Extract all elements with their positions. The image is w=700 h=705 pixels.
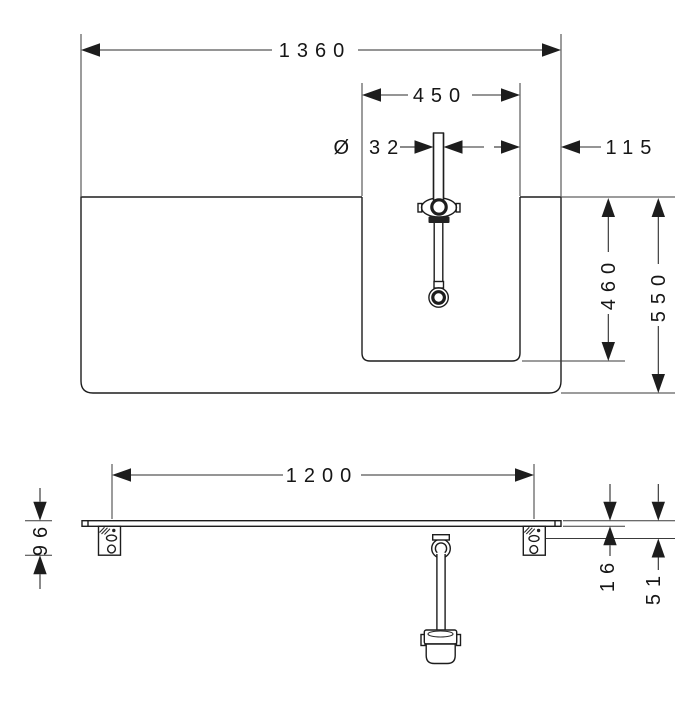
bracket-screw-dot: [536, 528, 541, 533]
arrowhead-top: [651, 198, 665, 217]
drain-ring-outer: [428, 287, 449, 308]
arrowhead-right: [515, 468, 534, 482]
dim-bracket-height: 96: [30, 488, 52, 589]
trap-pipe-fill: [436, 552, 446, 631]
arrowhead-bottom: [651, 374, 665, 393]
trap-cup: [425, 643, 456, 665]
arrowhead-top: [651, 501, 665, 521]
arrowhead-top: [603, 501, 617, 521]
bracket-body: [522, 525, 546, 556]
front-view: 1200 96 16 51: [25, 464, 675, 665]
drain-trap: [420, 534, 462, 665]
dim-overall-width: 1360: [81, 40, 561, 62]
mounting-bracket-left: [97, 525, 122, 556]
knob-nut: [428, 216, 450, 223]
bracket-hatch: [528, 528, 536, 535]
bracket-round-hole: [106, 544, 117, 554]
dim-hole-diameter: Ø 32: [333, 137, 484, 159]
dim-overall-depth-label: 550: [648, 268, 670, 322]
bracket-hatch: [525, 527, 533, 535]
slab-outline: [81, 520, 562, 528]
arrowhead-inner: [501, 140, 520, 154]
dim-bowl-depth-label: 460: [598, 256, 620, 310]
dim-right-offset: 115: [494, 137, 659, 159]
trap-hook-inner: [434, 542, 448, 555]
faucet-hole-assembly: [417, 132, 461, 308]
dim-hole-diameter-symbol: Ø: [333, 137, 356, 159]
dim-bracket-spacing-label: 1200: [286, 465, 359, 487]
arrowhead-left: [362, 88, 381, 102]
dim-mounting-offset-label: 51: [643, 569, 665, 605]
supply-pipe: [432, 132, 445, 201]
dim-hole-diameter-label: 32: [369, 137, 405, 159]
knob-ring: [430, 198, 448, 216]
bracket-screw-dot: [112, 528, 116, 533]
arrowhead-bottom: [33, 555, 47, 575]
countertop-slab: [81, 520, 562, 528]
bracket-hatch: [99, 526, 105, 533]
arrowhead-to-pipe-right: [443, 140, 463, 154]
bracket-round-hole: [529, 544, 539, 555]
dim-bracket-height-label: 96: [30, 520, 52, 556]
dim-bowl-width: 450: [362, 85, 520, 107]
arrowhead-left: [81, 43, 100, 57]
dim-bowl-width-label: 450: [413, 85, 467, 107]
arrowhead-right: [542, 43, 561, 57]
dim-bracket-spacing: 1200: [112, 465, 534, 487]
basin-outline: [80, 196, 562, 394]
dim-bowl-depth: 460: [598, 198, 620, 361]
arrowhead-bottom: [651, 538, 665, 558]
bracket-hatch: [523, 526, 530, 533]
arrowhead-to-pipe-left: [414, 140, 434, 154]
arrowhead-left: [112, 468, 131, 482]
bracket-hatch: [101, 527, 108, 535]
arrowhead-right: [501, 88, 520, 102]
basin-bowl-outline: [361, 197, 521, 362]
dim-overall-width-label: 1360: [279, 40, 352, 62]
drain-collar: [433, 280, 445, 289]
trap-cap: [432, 534, 451, 541]
drain-ring-inner: [431, 290, 447, 305]
dim-mounting-offset: 51: [643, 484, 665, 605]
arrowhead-bottom: [603, 526, 617, 546]
trap-nut-opening: [427, 630, 454, 638]
mounting-bracket-right: [522, 525, 546, 556]
dim-overall-depth: 550: [648, 198, 670, 393]
bracket-body: [97, 525, 122, 556]
knob-tab-left: [417, 202, 423, 213]
bracket-hatch: [104, 528, 111, 535]
dim-slab-thickness: 16: [597, 484, 619, 592]
top-view: 1360 450 Ø 32 115: [80, 34, 675, 394]
arrowhead-bottom: [601, 342, 615, 361]
bracket-slot-hole: [105, 534, 118, 542]
dim-right-offset-label: 115: [606, 137, 659, 159]
bracket-slot-hole: [528, 534, 540, 543]
knob-tab-right: [455, 202, 461, 213]
arrowhead-outer: [561, 140, 580, 154]
arrowhead-top: [33, 501, 47, 521]
arrowhead-top: [601, 198, 615, 217]
dim-slab-thickness-label: 16: [597, 556, 619, 592]
